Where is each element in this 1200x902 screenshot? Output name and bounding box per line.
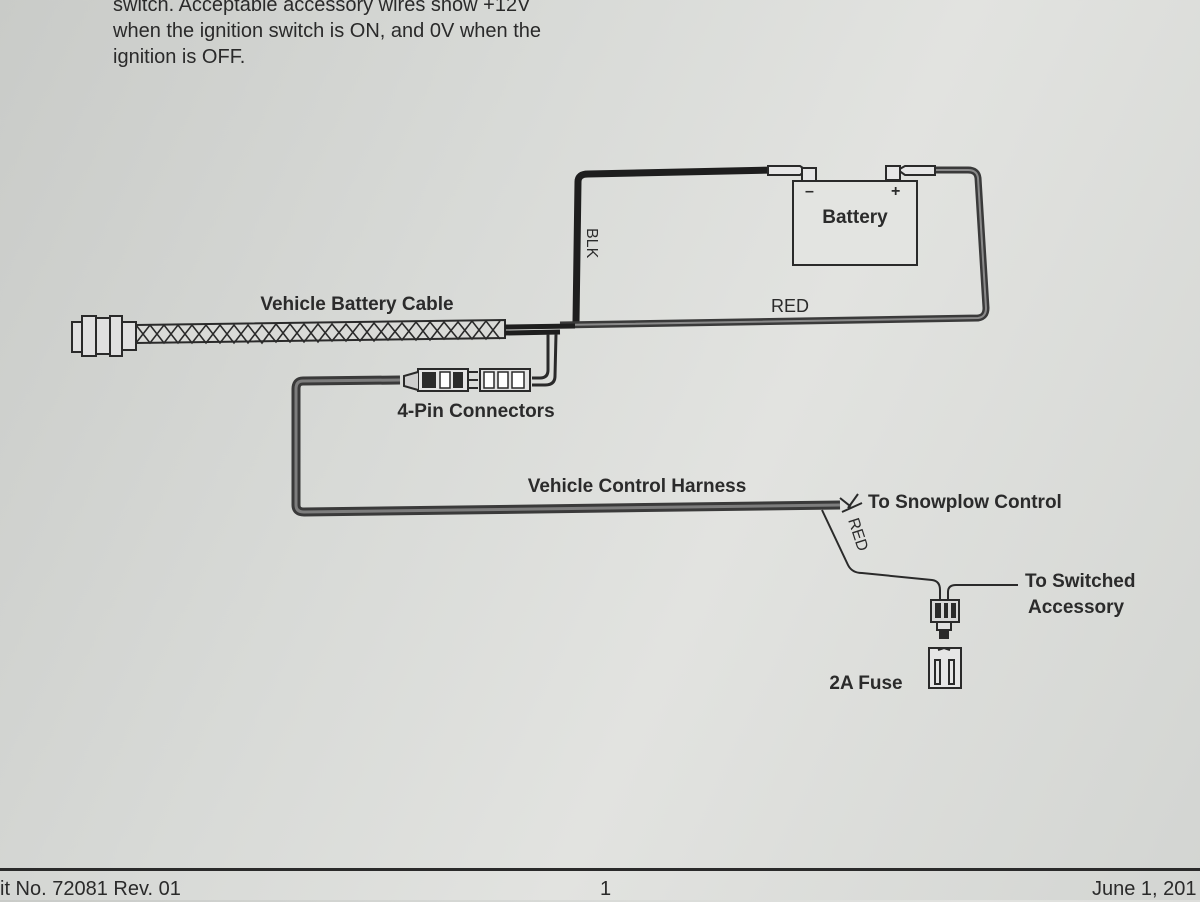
red-wire-label-bottom: RED [844, 516, 871, 553]
accessory-wire [947, 584, 1018, 600]
instruction-line-3: ignition is OFF. [113, 46, 246, 68]
instruction-text: switch. Acceptable accessory wires show … [113, 0, 673, 70]
four-pin-connector-female [479, 368, 531, 392]
to-snowplow-control-label: To Snowplow Control [868, 492, 1062, 513]
battery-cable-plug [71, 315, 137, 357]
blk-wire-label: BLK [583, 228, 600, 259]
fuse-label: 2A Fuse [829, 673, 902, 694]
fuse-2a [928, 646, 962, 689]
footer-date: June 1, 201 [1092, 878, 1197, 900]
vehicle-battery-cable-label: Vehicle Battery Cable [260, 294, 453, 315]
battery-box [792, 180, 918, 266]
battery-negative-sign: – [805, 183, 814, 200]
battery-label: Battery [822, 207, 888, 228]
red-wire-label-top: RED [771, 296, 809, 316]
footer-part-number: it No. 72081 Rev. 01 [0, 878, 181, 900]
red-wire-bottom [821, 509, 941, 600]
snowplow-break-mark [839, 493, 863, 513]
blk-wire [572, 166, 776, 323]
cable-exit-wires [504, 323, 576, 336]
battery-negative-terminal [767, 165, 817, 183]
instruction-line-2: when the ignition switch is ON, and 0V w… [113, 20, 542, 42]
connector-lead-wires [532, 333, 558, 387]
battery-positive-terminal [885, 165, 936, 181]
instruction-line-1: switch. Acceptable accessory wires show … [113, 0, 531, 16]
page-footer: it No. 72081 Rev. 01 1 June 1, 201 [0, 862, 1200, 902]
battery-positive-sign: + [891, 183, 900, 200]
fuse-holder [930, 599, 960, 639]
footer-page-number: 1 [600, 878, 612, 900]
vehicle-control-harness-label: Vehicle Control Harness [528, 476, 747, 497]
four-pin-connector-male [403, 368, 478, 392]
to-switched-label-line1: To Switched [1025, 571, 1135, 592]
battery-cable-braid [135, 318, 506, 345]
to-switched-label-line2: Accessory [1028, 597, 1125, 618]
four-pin-connectors-label: 4-Pin Connectors [397, 401, 554, 422]
footer-rule [0, 868, 1200, 871]
